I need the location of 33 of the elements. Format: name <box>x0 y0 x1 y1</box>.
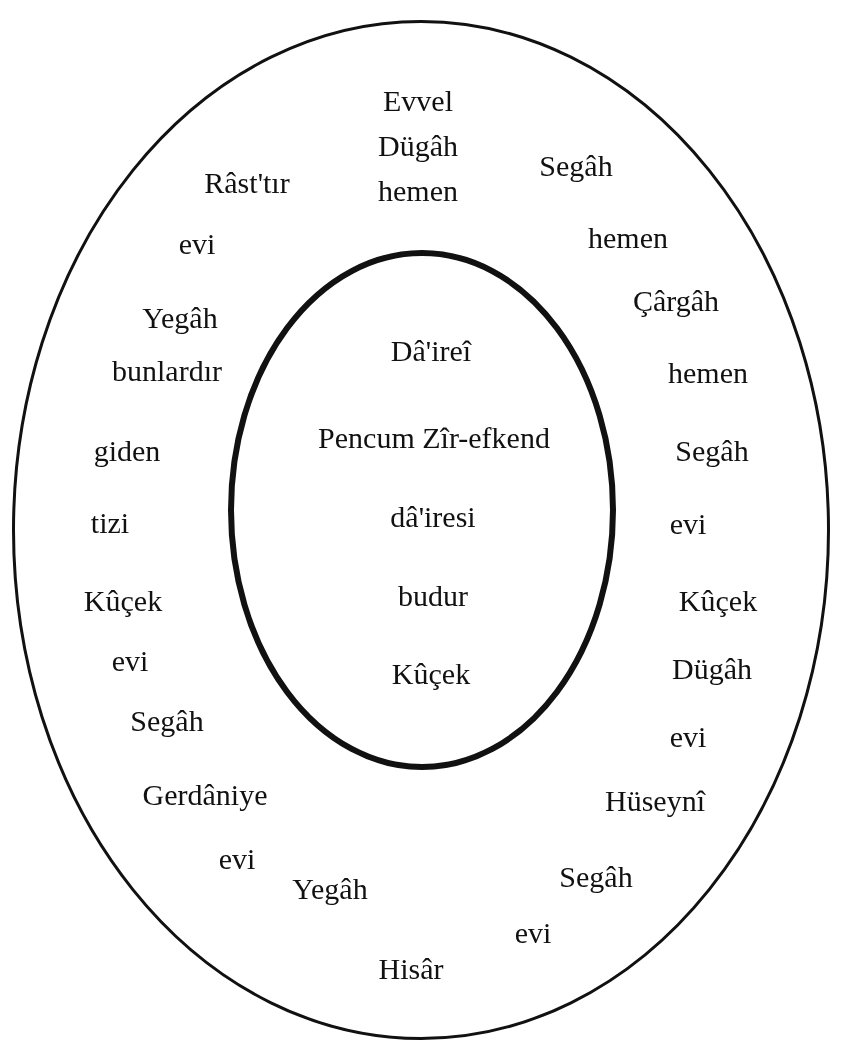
ring-word: Kûçek <box>83 583 163 617</box>
ring-word: Evvel <box>383 83 453 117</box>
ring-word: Pencum Zîr-efkend <box>318 420 550 454</box>
ring-word: Yegâh <box>142 300 218 334</box>
ring-word: Dâ'ireî <box>390 333 472 367</box>
ring-word: hemen <box>668 355 748 389</box>
ring-word: hemen <box>378 173 458 207</box>
ring-word: dâ'iresi <box>390 499 476 533</box>
ring-word: Segâh <box>539 148 613 182</box>
ring-word: bunlardır <box>112 353 222 387</box>
ring-word: evi <box>178 226 216 260</box>
ring-word: Yegâh <box>292 871 368 905</box>
ring-word: Segâh <box>130 703 204 737</box>
ring-word: evi <box>669 506 707 540</box>
ring-word: Kûçek <box>678 583 758 617</box>
ring-word: giden <box>93 433 161 467</box>
ring-word: evi <box>669 719 707 753</box>
ring-word: Hisâr <box>378 951 444 985</box>
ring-word: Hüseynî <box>605 783 705 817</box>
ring-word: Râst'tır <box>204 165 290 199</box>
ring-word: evi <box>218 841 256 875</box>
ring-word: evi <box>111 643 149 677</box>
ring-word: Gerdâniye <box>142 777 268 811</box>
ring-word: hemen <box>588 220 668 254</box>
ring-word: tizi <box>90 505 130 539</box>
ring-word: Segâh <box>559 859 633 893</box>
ring-word: Segâh <box>675 433 749 467</box>
ring-word: Kûçek <box>391 656 471 690</box>
ring-word: Dügâh <box>378 128 458 162</box>
ring-word: budur <box>398 578 468 612</box>
ring-word: Dügâh <box>672 651 752 685</box>
ring-word: evi <box>514 915 552 949</box>
ring-word: Çârgâh <box>632 283 720 317</box>
